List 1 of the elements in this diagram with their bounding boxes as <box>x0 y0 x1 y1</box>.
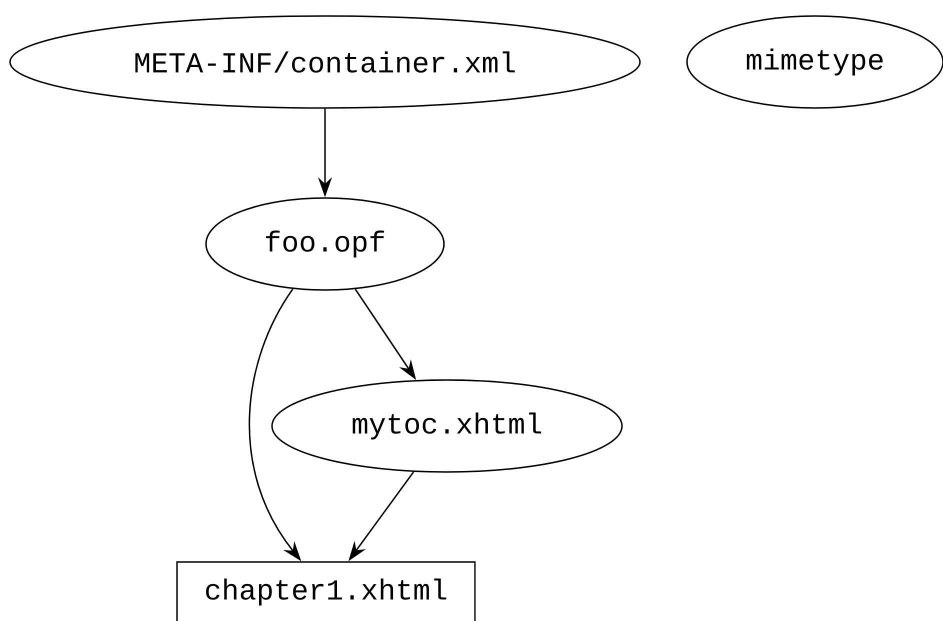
file-box: chapter1.xhtml <box>176 561 476 621</box>
